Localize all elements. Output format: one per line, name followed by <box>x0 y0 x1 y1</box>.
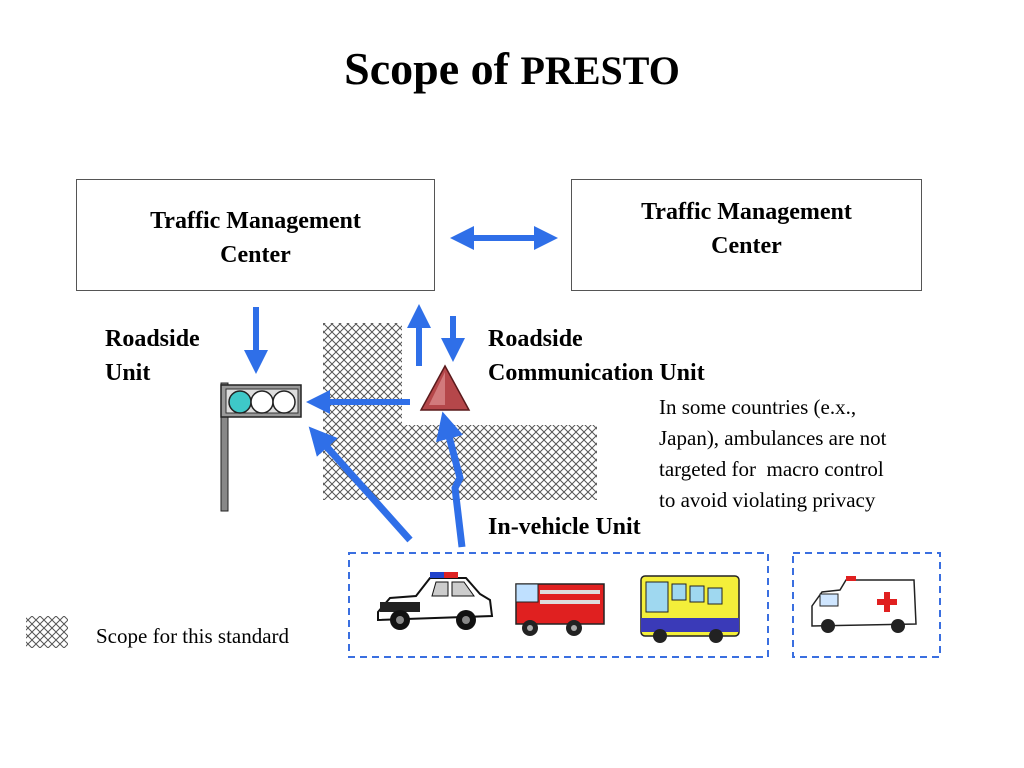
rcu-line2: Communication Unit <box>488 360 705 386</box>
ambulance-group-frame <box>792 552 941 658</box>
tmc-left-line1: Traffic Management <box>150 208 361 234</box>
tmc-box-right: Traffic Management Center <box>571 179 922 291</box>
arrow-vehicle-to-traffic-light <box>308 426 413 543</box>
note-line1: In some countries (e.x., <box>659 395 857 419</box>
title-acronym: PRESTO <box>520 48 680 93</box>
ambulance-icon <box>811 576 917 633</box>
legend-swatch <box>26 616 68 648</box>
in-vehicle-unit-label: In-vehicle Unit <box>488 514 641 540</box>
scope-region <box>323 323 597 500</box>
tmc-right-line2: Center <box>711 233 782 259</box>
roadside-unit-label: Roadside Unit <box>105 322 200 390</box>
tmc-right-line1: Traffic Management <box>641 199 852 225</box>
traffic-light-icon <box>220 382 302 512</box>
rcu-line1: Roadside <box>488 326 583 352</box>
roadside-unit-line1: Roadside <box>105 326 200 352</box>
vehicle-group-frame <box>348 552 769 658</box>
note-line3: targeted for macro control <box>659 457 884 481</box>
page-title: Scope of PRESTO <box>0 42 1024 95</box>
fire-truck-icon <box>515 583 605 636</box>
tmc-left-line2: Center <box>220 242 291 268</box>
privacy-note: In some countries (e.x., Japan), ambulan… <box>659 392 886 516</box>
triangle-antenna-icon <box>419 364 471 411</box>
legend-label: Scope for this standard <box>96 624 290 648</box>
note-line4: to avoid violating privacy <box>659 488 876 512</box>
tmc-box-left: Traffic Management Center <box>76 179 435 291</box>
title-main: Scope of <box>344 43 521 94</box>
arrow-vehicle-to-rcu <box>436 411 466 548</box>
bus-icon <box>640 575 740 643</box>
roadside-comm-unit-label: Roadside Communication Unit <box>488 322 705 390</box>
police-car-icon <box>377 572 494 630</box>
note-line2: Japan), ambulances are not <box>659 426 887 450</box>
roadside-unit-line2: Unit <box>105 360 151 386</box>
